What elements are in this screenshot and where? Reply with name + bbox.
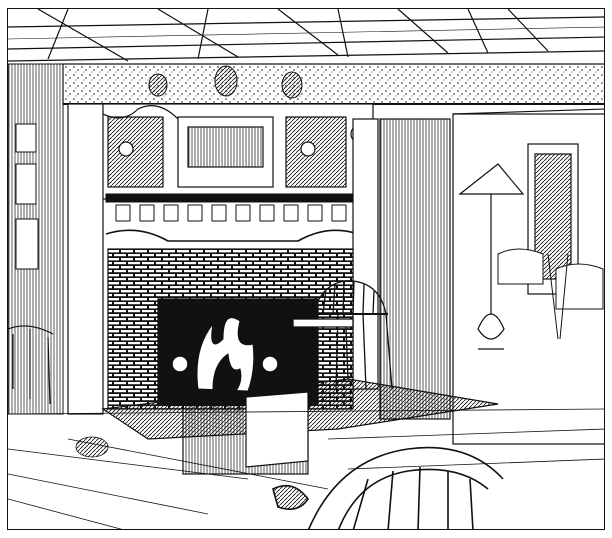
left-wall bbox=[8, 63, 64, 415]
fire bbox=[196, 317, 255, 392]
floor-lamp bbox=[458, 163, 525, 350]
china-cabinet bbox=[87, 103, 374, 200]
left-chair bbox=[8, 325, 54, 405]
illustration-frame bbox=[7, 8, 605, 530]
mug-shelf bbox=[105, 193, 359, 242]
fireplace-room-illustration bbox=[8, 9, 604, 529]
ceiling-beams bbox=[8, 9, 604, 62]
plate-rail bbox=[62, 63, 604, 105]
windsor-chair bbox=[307, 280, 393, 390]
foreground-chair bbox=[272, 446, 504, 529]
floor bbox=[8, 428, 604, 529]
hearth bbox=[8, 378, 604, 475]
side-table bbox=[292, 318, 354, 380]
dining-tables bbox=[497, 248, 604, 340]
